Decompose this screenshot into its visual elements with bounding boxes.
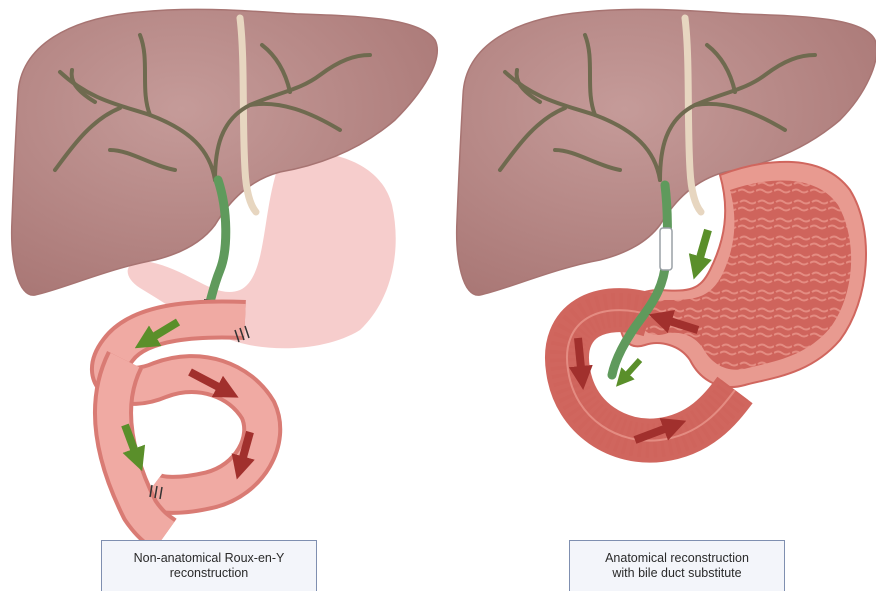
- arrow-green: [697, 230, 708, 268]
- caption-left: Non-anatomical Roux-en-Y reconstruction: [101, 540, 317, 591]
- left-panel: [12, 9, 438, 535]
- caption-left-line2: reconstruction: [102, 566, 316, 581]
- roux-limb: [110, 319, 262, 535]
- caption-right: Anatomical reconstruction with bile duct…: [569, 540, 785, 591]
- right-panel: [457, 9, 876, 440]
- bile-duct-substitute: [660, 228, 672, 270]
- arrow-red: [578, 338, 582, 378]
- arrow-green: [622, 360, 640, 380]
- caption-right-line2: with bile duct substitute: [570, 566, 784, 581]
- caption-left-line1: Non-anatomical Roux-en-Y: [102, 551, 316, 566]
- caption-right-line1: Anatomical reconstruction: [570, 551, 784, 566]
